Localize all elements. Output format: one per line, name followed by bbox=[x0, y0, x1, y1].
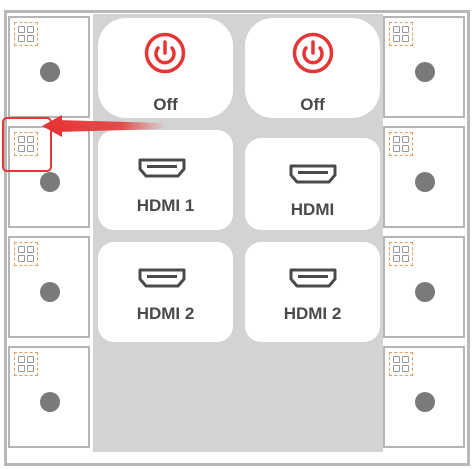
power-off-button-right[interactable]: Off bbox=[245, 18, 380, 118]
hdmi-icon bbox=[138, 158, 186, 178]
right-side-button-4[interactable] bbox=[383, 346, 465, 448]
highlight-box bbox=[2, 117, 52, 172]
tile-label: Off bbox=[300, 95, 325, 114]
indicator-dot bbox=[415, 282, 435, 302]
indicator-dot bbox=[40, 62, 60, 82]
hdmi-button[interactable]: HDMI bbox=[245, 138, 380, 230]
tile-label: HDMI 1 bbox=[136, 196, 195, 215]
indicator-dot bbox=[415, 62, 435, 82]
grid-icon bbox=[389, 242, 413, 266]
indicator-dot bbox=[415, 392, 435, 412]
hdmi-2-button-right[interactable]: HDMI 2 bbox=[245, 242, 380, 342]
indicator-dot bbox=[40, 172, 60, 192]
grid-icon bbox=[389, 22, 413, 46]
grid-icon bbox=[14, 22, 38, 46]
left-side-button-4[interactable] bbox=[8, 346, 90, 448]
grid-icon bbox=[389, 352, 413, 376]
left-side-button-3[interactable] bbox=[8, 236, 90, 338]
power-icon bbox=[144, 32, 186, 74]
hdmi-icon bbox=[289, 268, 337, 288]
tile-label: HDMI 2 bbox=[283, 304, 342, 323]
arrow-icon bbox=[42, 115, 165, 137]
indicator-dot bbox=[40, 392, 60, 412]
right-side-button-3[interactable] bbox=[383, 236, 465, 338]
hdmi-2-button-left[interactable]: HDMI 2 bbox=[98, 242, 233, 342]
right-side-button-2[interactable] bbox=[383, 126, 465, 228]
grid-icon bbox=[14, 132, 38, 156]
hdmi-icon bbox=[138, 268, 186, 288]
hdmi-icon bbox=[289, 164, 337, 184]
power-icon bbox=[292, 32, 334, 74]
tile-label: HDMI 2 bbox=[136, 304, 195, 323]
hdmi-1-button[interactable]: HDMI 1 bbox=[98, 130, 233, 230]
grid-icon bbox=[14, 352, 38, 376]
left-side-button-2[interactable] bbox=[8, 126, 90, 228]
grid-icon bbox=[14, 242, 38, 266]
indicator-dot bbox=[415, 172, 435, 192]
tile-label: HDMI bbox=[290, 200, 335, 219]
right-side-button-1[interactable] bbox=[383, 16, 465, 118]
grid-icon bbox=[389, 132, 413, 156]
left-side-button-1[interactable] bbox=[8, 16, 90, 118]
power-off-button-left[interactable]: Off bbox=[98, 18, 233, 118]
tile-label: Off bbox=[153, 95, 178, 114]
indicator-dot bbox=[40, 282, 60, 302]
